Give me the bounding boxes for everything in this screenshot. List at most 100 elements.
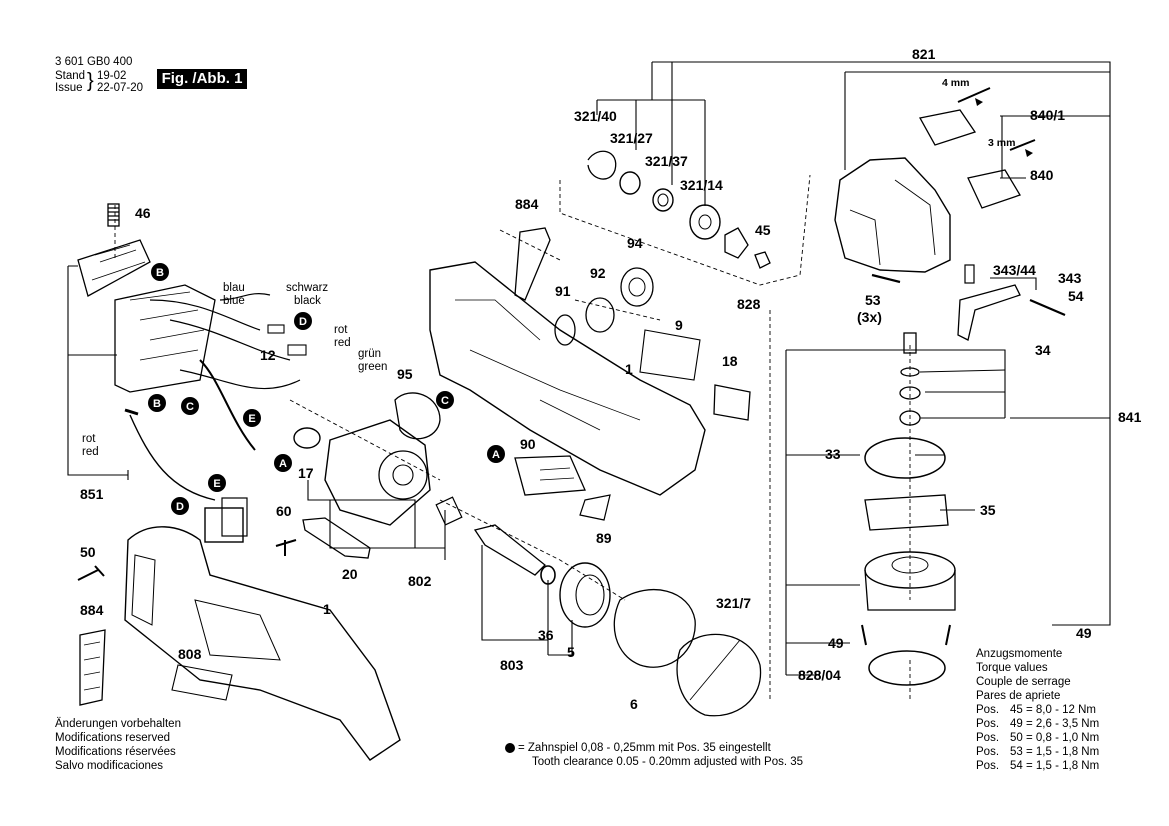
torque-pos: Pos. [976, 746, 1000, 758]
part-label-343-44: 343/44 [993, 262, 1036, 278]
connector-d-1 [294, 312, 312, 330]
footnote-line-en: Tooth clearance 0.05 - 0.20mm adjusted w… [532, 756, 804, 768]
part-label-803: 803 [500, 657, 524, 673]
part-label-851: 851 [80, 486, 104, 502]
part-label-802: 802 [408, 573, 432, 589]
spring-46 [107, 203, 120, 227]
torque-title-es: Pares de apriete [976, 690, 1061, 702]
figure-badge: Fig. /Abb. 1 [157, 69, 247, 89]
torque-pos: Pos. [976, 704, 1000, 716]
torque-row: Pos. 54 = 1,5 - 1,8 Nm [976, 759, 1099, 773]
part-label-12: 12 [260, 347, 276, 363]
part-label-45: 45 [755, 222, 771, 238]
connector-label: C [186, 401, 194, 413]
connector-label: A [492, 449, 500, 461]
connector-label: B [153, 398, 161, 410]
part-label-808: 808 [178, 646, 202, 662]
connector-c-1 [181, 397, 199, 415]
part-label-33: 33 [825, 446, 841, 462]
part-label-321-7: 321/7 [716, 595, 752, 611]
connector-markers [148, 263, 505, 515]
disclaimer-fr: Modifications réservées [55, 746, 176, 758]
part-label-828-04: 828/04 [798, 667, 841, 683]
disclaimer-en: Modifications reserved [55, 732, 171, 744]
wire-label-rot: rot [334, 324, 348, 336]
connector-label: B [156, 267, 164, 279]
part-label-60: 60 [276, 503, 292, 519]
part-label-840-1: 840/1 [1030, 107, 1066, 123]
footnote-line-de: = Zahnspiel 0,08 - 0,25mm mit Pos. 35 ei… [518, 742, 771, 754]
part-label-90: 90 [520, 436, 536, 452]
part-label-35: 35 [980, 502, 996, 518]
footnote-bullet [505, 743, 515, 753]
stand-label: Stand [55, 70, 86, 82]
doc-number: 3 601 GB0 400 [55, 56, 133, 68]
torque-value: 53 = 1,5 - 1,8 Nm [1010, 746, 1100, 758]
part-label-92: 92 [590, 265, 606, 281]
wire-label-black: black [294, 295, 321, 307]
torque-value: 49 = 2,6 - 3,5 Nm [1010, 718, 1100, 730]
part-label-94: 94 [627, 235, 643, 251]
torque-row: Pos. 53 = 1,5 - 1,8 Nm [976, 745, 1099, 759]
part-label-321-14: 321/14 [680, 177, 723, 193]
part-label-5: 5 [567, 644, 575, 660]
part-label-321-37: 321/37 [645, 153, 688, 169]
connector-b-2 [148, 394, 166, 412]
part-label-49-right: 49 [1076, 625, 1092, 641]
part-label-50: 50 [80, 544, 96, 560]
issue-label: Issue [55, 82, 83, 94]
dimension-4mm: 4 mm [942, 77, 970, 89]
torque-title-de: Anzugsmomente [976, 648, 1063, 660]
torque-value: 50 = 0,8 - 1,0 Nm [1010, 732, 1100, 744]
disclaimer-es: Salvo modificaciones [55, 760, 164, 772]
wire-label-blue: blue [223, 295, 245, 307]
part-label-18: 18 [722, 353, 738, 369]
connector-c-2 [436, 391, 454, 409]
part-label-1-left: 1 [323, 601, 331, 617]
wire-label-blau: blau [223, 282, 245, 294]
torque-row: Pos.45 = 8,0 - 12 Nm [976, 703, 1096, 717]
connector-e-1 [243, 409, 261, 427]
connector-e-2 [208, 474, 226, 492]
part-label-841: 841 [1118, 409, 1142, 425]
connector-label: E [213, 478, 220, 490]
part-label-343: 343 [1058, 270, 1082, 286]
connector-label: D [176, 501, 184, 513]
torque-pos: Pos. [976, 760, 1000, 772]
part-label-9: 9 [675, 317, 683, 333]
wire-label-schwarz: schwarz [286, 282, 329, 294]
part-label-821: 821 [912, 46, 936, 62]
torque-value: 54 = 1,5 - 1,8 Nm [1010, 760, 1100, 772]
torque-row: Pos. 49 = 2,6 - 3,5 Nm [976, 717, 1099, 731]
connector-label: C [441, 395, 449, 407]
wire-label-green: green [358, 361, 388, 373]
part-label-36: 36 [538, 627, 554, 643]
connector-label: D [299, 316, 307, 328]
brace-icon: } [87, 70, 94, 92]
part-label-49-left: 49 [828, 635, 844, 651]
part-label-95: 95 [397, 366, 413, 382]
torque-row: Pos.50 = 0,8 - 1,0 Nm [976, 731, 1099, 745]
part-label-3x: (3x) [857, 309, 882, 325]
part-label-840: 840 [1030, 167, 1054, 183]
wire-label-red-2: red [82, 446, 99, 458]
part-label-34: 34 [1035, 342, 1051, 358]
torque-pos: Pos. [976, 718, 1000, 730]
part-label-89: 89 [596, 530, 612, 546]
part-label-828: 828 [737, 296, 761, 312]
wire-label-red: red [334, 337, 351, 349]
part-label-17: 17 [298, 465, 314, 481]
connector-a-2 [487, 445, 505, 463]
dimension-3mm: 3 mm [988, 137, 1016, 149]
issue-date: 22-07-20 [97, 82, 144, 94]
part-label-46: 46 [135, 205, 151, 221]
part-label-6: 6 [630, 696, 638, 712]
part-label-53: 53 [865, 292, 881, 308]
connector-d-2 [171, 497, 189, 515]
connector-b-1 [151, 263, 169, 281]
stand-date: 19-02 [97, 70, 127, 82]
part-label-91: 91 [555, 283, 571, 299]
part-label-54: 54 [1068, 288, 1084, 304]
